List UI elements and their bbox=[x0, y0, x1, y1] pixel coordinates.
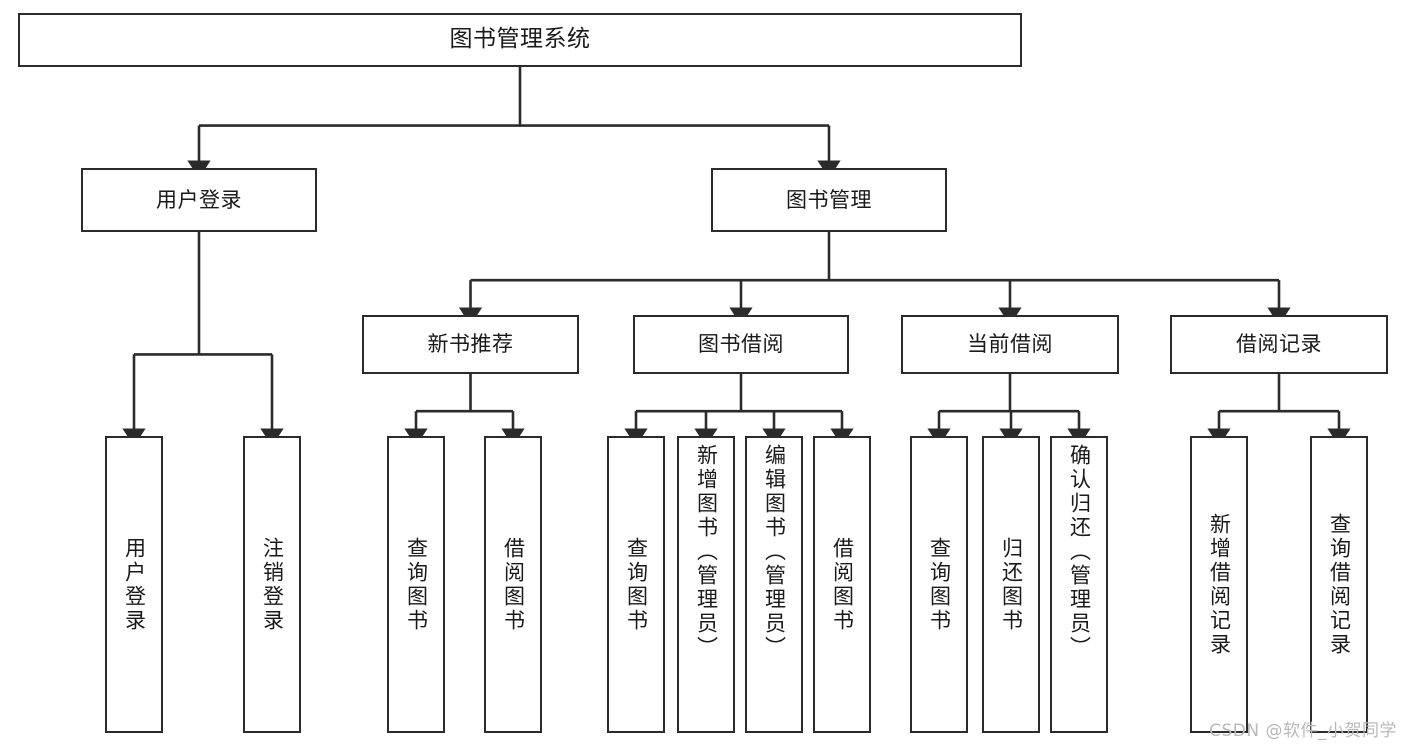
node-label: 图书管理 bbox=[786, 187, 872, 212]
leaf-node-leaf-edit-book[interactable]: 编辑图书（管理员） bbox=[745, 436, 803, 733]
node-book-borrow[interactable]: 图书借阅 bbox=[633, 315, 849, 374]
node-label: 新增图书（管理员） bbox=[694, 444, 719, 660]
leaf-node-leaf-query-book-borrow[interactable]: 查询图书 bbox=[607, 436, 665, 733]
node-label: 确认归还（管理员） bbox=[1067, 444, 1092, 660]
leaf-node-leaf-borrow-book[interactable]: 借阅图书 bbox=[813, 436, 871, 733]
leaf-node-leaf-confirm-return[interactable]: 确认归还（管理员） bbox=[1050, 436, 1108, 733]
node-label: 查询图书 bbox=[927, 536, 952, 633]
node-label: 当前借阅 bbox=[967, 332, 1053, 357]
node-label: 图书借阅 bbox=[698, 332, 784, 357]
node-label: 查询图书 bbox=[404, 536, 429, 633]
node-borrow-record[interactable]: 借阅记录 bbox=[1170, 315, 1388, 374]
leaf-node-leaf-query-book-rec[interactable]: 查询图书 bbox=[387, 436, 445, 733]
node-label: 注销登录 bbox=[260, 536, 285, 633]
node-label: 查询借阅记录 bbox=[1327, 512, 1352, 657]
node-user-login[interactable]: 用户登录 bbox=[81, 168, 317, 232]
node-label: 用户登录 bbox=[156, 187, 242, 212]
csdn-watermark: CSDN @软件_小贺同学 bbox=[1209, 721, 1397, 741]
leaf-node-leaf-add-record[interactable]: 新增借阅记录 bbox=[1190, 436, 1248, 733]
node-label: 新增借阅记录 bbox=[1207, 512, 1232, 657]
node-label: 借阅记录 bbox=[1236, 332, 1322, 357]
leaf-node-leaf-return-book[interactable]: 归还图书 bbox=[982, 436, 1040, 733]
leaf-node-leaf-user-login[interactable]: 用户登录 bbox=[105, 436, 163, 733]
node-label: 借阅图书 bbox=[501, 536, 526, 633]
node-label: 用户登录 bbox=[122, 536, 147, 633]
node-book-manage[interactable]: 图书管理 bbox=[711, 168, 947, 232]
node-new-book-rec[interactable]: 新书推荐 bbox=[362, 315, 579, 374]
node-label: 查询图书 bbox=[624, 536, 649, 633]
leaf-node-leaf-add-book[interactable]: 新增图书（管理员） bbox=[677, 436, 735, 733]
node-current-borrow[interactable]: 当前借阅 bbox=[901, 315, 1119, 374]
node-label: 归还图书 bbox=[999, 536, 1024, 633]
leaf-node-leaf-query-record[interactable]: 查询借阅记录 bbox=[1310, 436, 1368, 733]
node-label: 新书推荐 bbox=[427, 332, 514, 357]
node-label: 图书管理系统 bbox=[449, 26, 591, 53]
node-label: 编辑图书（管理员） bbox=[762, 444, 787, 660]
leaf-node-leaf-query-book-cur[interactable]: 查询图书 bbox=[910, 436, 968, 733]
leaf-node-leaf-user-logout[interactable]: 注销登录 bbox=[243, 436, 301, 733]
node-root[interactable]: 图书管理系统 bbox=[18, 13, 1022, 67]
leaf-node-leaf-borrow-book-rec[interactable]: 借阅图书 bbox=[484, 436, 542, 733]
node-label: 借阅图书 bbox=[830, 536, 855, 633]
